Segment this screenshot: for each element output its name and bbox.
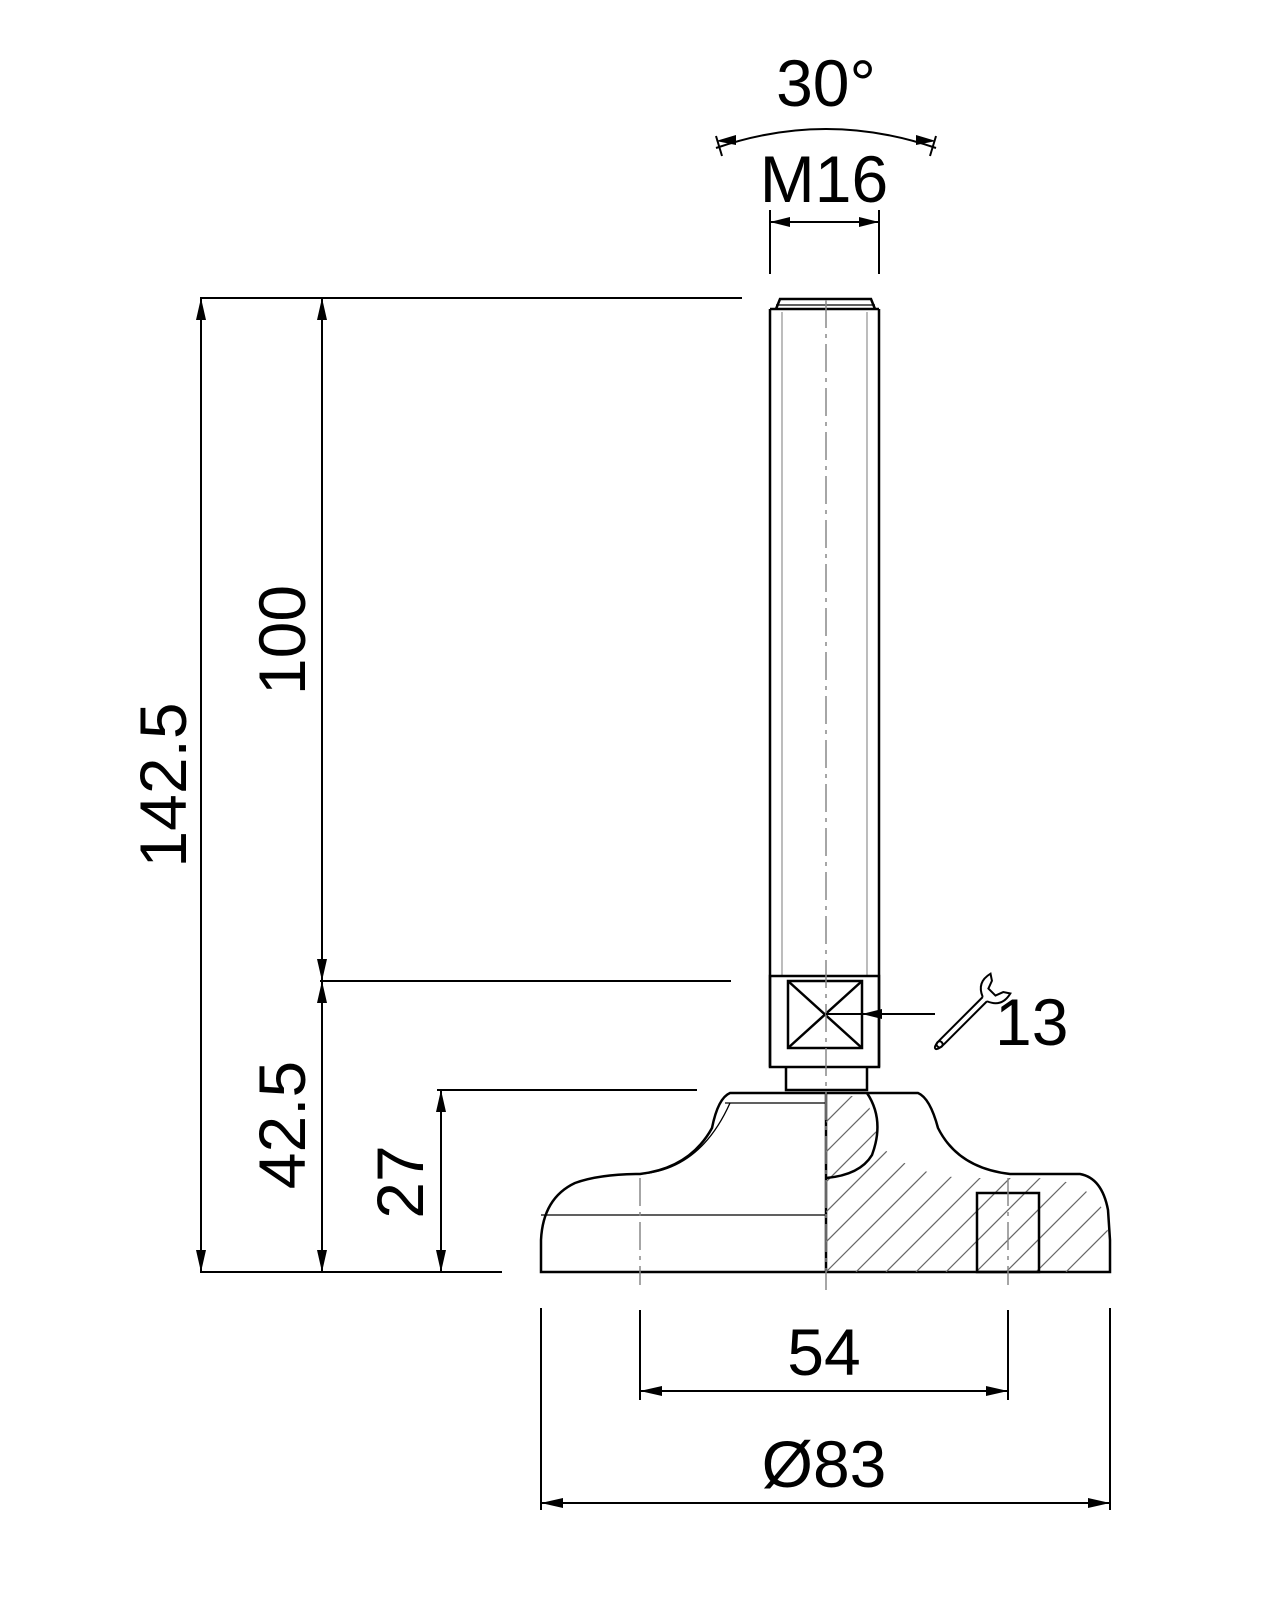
base-foot — [539, 300, 1112, 1290]
wrench-icon — [933, 972, 1012, 1051]
base-height-label: 42.5 — [245, 1061, 319, 1189]
stud-neck — [784, 1067, 869, 1092]
hole-spacing-label: 54 — [787, 1315, 860, 1389]
dim-stud-length: 100 — [245, 298, 327, 981]
wrench-size-label: 13 — [995, 985, 1068, 1059]
dim-thread: M16 — [760, 142, 888, 274]
dim-base-height: 42.5 — [245, 981, 327, 1272]
angle-label: 30° — [776, 46, 876, 120]
section-hatching — [826, 1096, 1110, 1272]
stud-length-label: 100 — [245, 585, 319, 695]
dim-base-diameter: Ø83 — [540, 1308, 1111, 1510]
hex-section — [768, 974, 881, 1069]
stud-chamfer — [774, 297, 877, 310]
thread-label: M16 — [760, 142, 888, 216]
dim-foot-height: 27 — [363, 1090, 446, 1272]
base-profile — [539, 1091, 1112, 1274]
dim-angle: 30° — [715, 46, 937, 157]
dim-wrench: 13 — [826, 972, 1068, 1059]
dim-hole-spacing: 54 — [639, 1310, 1009, 1400]
foot-height-label: 27 — [363, 1145, 437, 1218]
total-height-label: 142.5 — [126, 702, 200, 867]
dim-total-height: 142.5 — [126, 298, 206, 1272]
stud — [768, 297, 881, 1092]
base-diameter-label: Ø83 — [762, 1427, 887, 1501]
